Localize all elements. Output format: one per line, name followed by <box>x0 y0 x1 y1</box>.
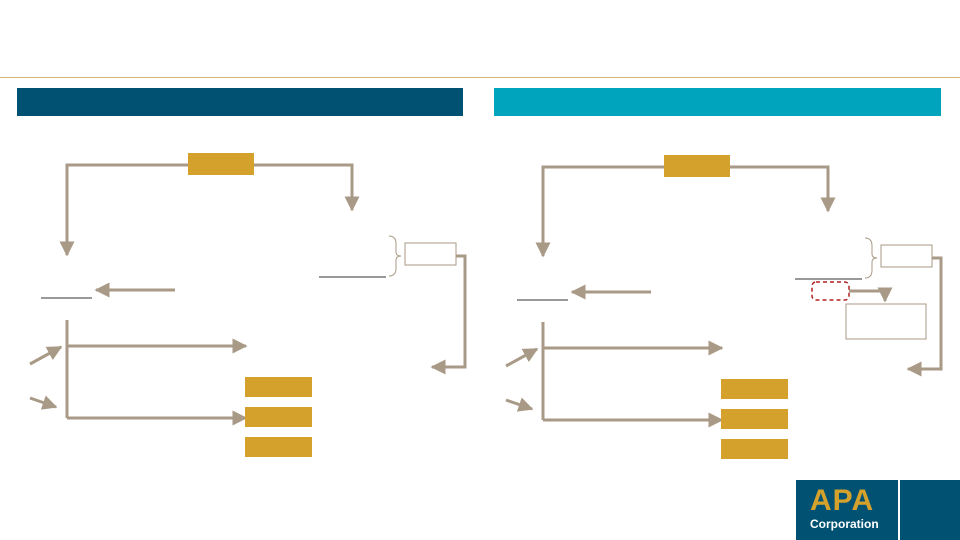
left-small-box <box>404 242 457 266</box>
left-gold-box-3 <box>245 437 312 457</box>
right-diagram-static <box>517 237 933 459</box>
right-branch-arrow <box>254 163 360 212</box>
logo-subtitle: Corporation <box>810 517 879 531</box>
left-panel-header <box>17 88 463 116</box>
right-gold-box-3 <box>721 439 788 459</box>
right-top-box <box>664 155 730 177</box>
input-arrow-upper <box>29 345 63 366</box>
left-diagram-static <box>41 235 457 457</box>
logo-divider <box>898 480 900 540</box>
left-gold-box-1 <box>245 377 312 397</box>
right-input-arrow-upper <box>505 347 539 368</box>
input-arrow-lower <box>29 395 58 410</box>
right-input-arrow-lower <box>505 397 534 412</box>
right-diagram <box>505 155 943 428</box>
right-gold-box-2 <box>721 409 788 429</box>
right-left-branch-arrow <box>535 165 664 258</box>
right-brace <box>864 237 878 279</box>
logo-mark: APA <box>810 484 875 517</box>
left-gold-box-2 <box>245 407 312 427</box>
right-panel-header <box>494 88 941 116</box>
apa-logo: APA Corporation <box>796 480 960 540</box>
left-branch-arrow <box>59 163 188 257</box>
dashed-box-arrow <box>849 287 893 303</box>
callout-box <box>845 303 927 340</box>
left-brace <box>388 235 402 277</box>
left-top-box <box>188 153 254 175</box>
left-diagram <box>29 153 467 426</box>
return-arrow <box>430 254 467 375</box>
right-gold-box-1 <box>721 379 788 399</box>
right-right-branch-arrow <box>730 165 836 213</box>
dashed-highlight-box <box>811 281 850 301</box>
title-rule <box>0 77 960 78</box>
right-small-box <box>880 244 933 268</box>
right-return-arrow <box>906 256 943 377</box>
